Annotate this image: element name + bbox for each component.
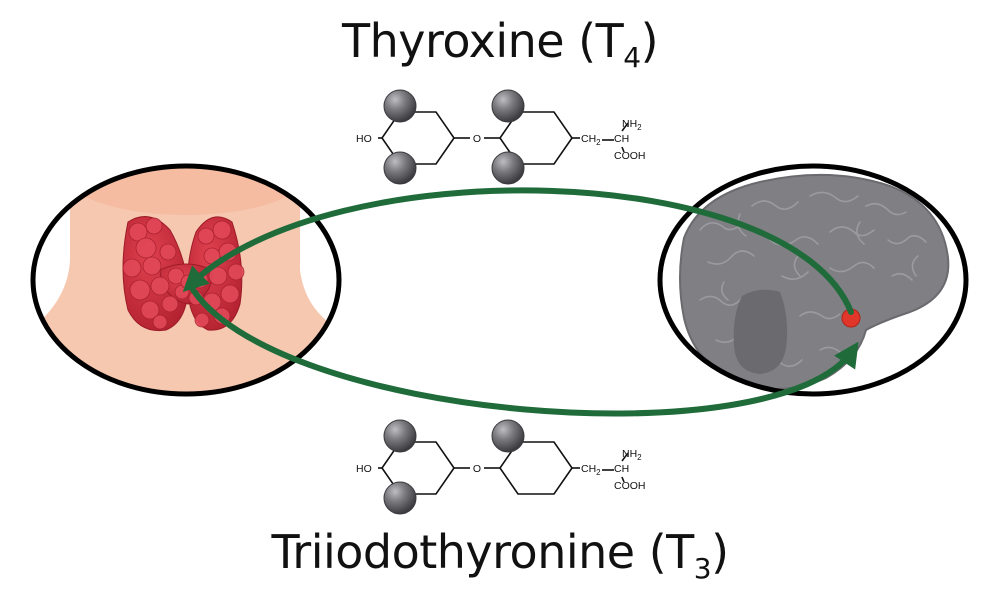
label-o: O (473, 133, 481, 145)
label-ch2: CH2 (581, 463, 601, 477)
iodine-atom (383, 481, 417, 515)
title-triiodothyronine-sub: 3 (693, 552, 712, 585)
title-thyroxine: Thyroxine (T4) (0, 14, 1000, 74)
label-ch: CH (614, 463, 629, 475)
iodine-atom (491, 89, 525, 123)
label-o: O (473, 463, 481, 475)
bond-cooh (621, 146, 625, 153)
title-thyroxine-sub: 4 (623, 41, 641, 74)
title-triiodothyronine-open: (T (634, 525, 695, 579)
title-thyroxine-open: (T (564, 14, 624, 68)
iodine-atom (383, 419, 417, 453)
label-nh2: NH2 (622, 448, 642, 462)
title-thyroxine-close: ) (640, 14, 659, 68)
label-nh2: NH2 (622, 118, 642, 132)
title-triiodothyronine: Triiodothyronine (T3) (0, 525, 1000, 585)
label-cooh: COOH (614, 150, 646, 162)
label-ho: HO (356, 463, 372, 475)
bond-nh2 (621, 122, 629, 132)
feedback-arrows (182, 187, 859, 417)
title-triiodothyronine-name: Triiodothyronine (271, 525, 635, 579)
label-cooh: COOH (614, 480, 646, 492)
iodine-atom (491, 151, 525, 185)
bond-nh2 (621, 452, 629, 462)
iodine-atom (383, 89, 417, 123)
label-ch2: CH2 (581, 133, 601, 147)
title-triiodothyronine-close: ) (711, 525, 729, 579)
brain-folds (699, 191, 927, 368)
brain-icon (657, 163, 969, 397)
label-ch: CH (614, 133, 629, 145)
label-ho: HO (356, 133, 372, 145)
iodine-atom (383, 151, 417, 185)
iodine-atom (491, 419, 525, 453)
brain-stem-region (733, 289, 788, 374)
bond-cooh (621, 476, 625, 483)
arrow-brain-to-thyroid (182, 187, 854, 315)
arrow-thyroid-to-brain (187, 282, 859, 417)
title-thyroxine-name: Thyroxine (341, 14, 565, 68)
